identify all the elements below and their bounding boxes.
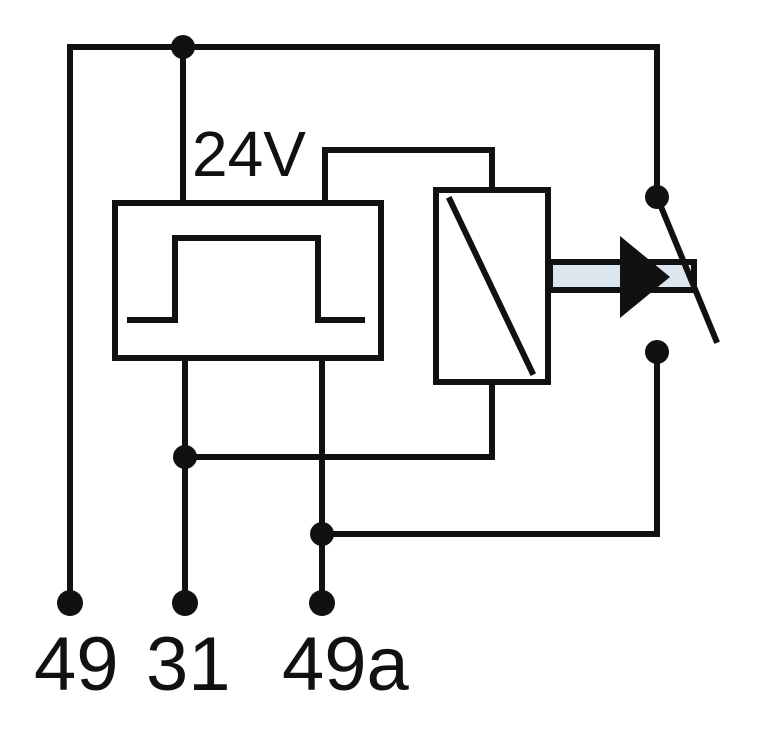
voltage-label: 24V [192,118,306,190]
wire-generator-to-coil [322,147,495,206]
terminal-label-31: 31 [146,622,231,707]
terminal-dot-31 [172,590,198,616]
junction-49a [310,522,334,546]
junction-top [171,35,195,59]
junction-ground [173,445,197,469]
wire-switch-to-49a [319,349,660,537]
terminal-dot-49a [309,590,335,616]
switch-lever [653,193,720,344]
switch-contact-upper [645,185,669,209]
coil-diagonal-symbol [446,196,536,376]
terminal-label-49a: 49a [282,622,410,707]
actuator-arrow-head [620,236,670,318]
square-wave-symbol [127,235,365,323]
terminal-label-49: 49 [34,622,119,707]
wire-coil-to-ground [182,379,495,460]
terminal-dot-49 [57,590,83,616]
pulse-generator-box [112,200,384,361]
